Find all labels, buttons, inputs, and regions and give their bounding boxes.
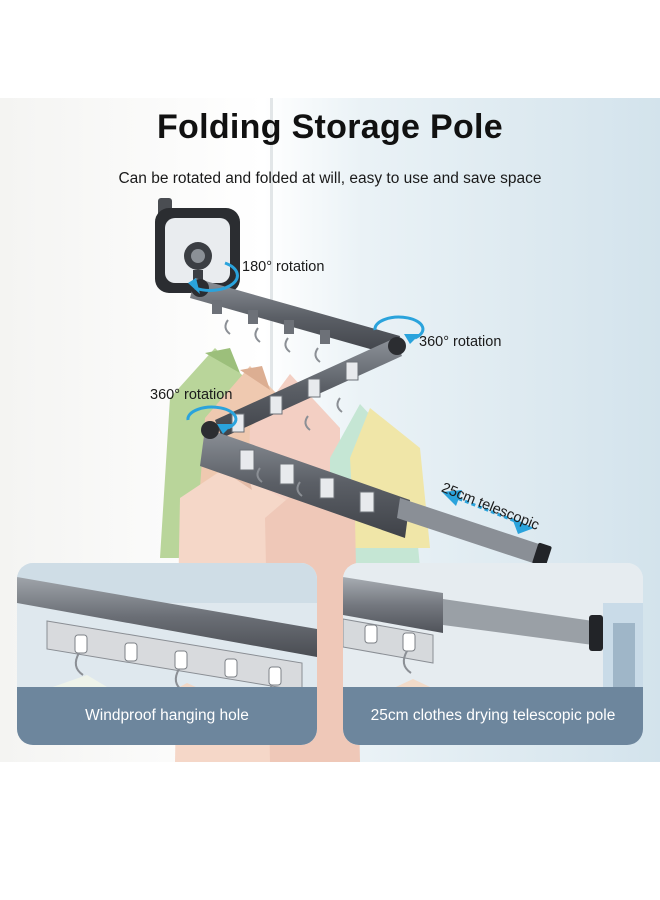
inset-telescopic-pole: 25cm clothes drying telescopic pole xyxy=(343,563,643,745)
telescopic-arrow xyxy=(442,490,534,534)
inset-right-caption: 25cm clothes drying telescopic pole xyxy=(343,687,643,745)
rotation-arrow-right xyxy=(373,315,425,344)
inset-left-caption: Windproof hanging hole xyxy=(17,687,317,745)
telescopic-extension xyxy=(397,498,552,568)
page-title: Folding Storage Pole xyxy=(156,108,504,146)
pole-segment-2 xyxy=(215,338,402,438)
pole-segment-3 xyxy=(200,428,410,538)
callout-360-rotation-left: 360° rotation xyxy=(150,387,233,403)
joint-right xyxy=(388,337,406,355)
hanger-hooks xyxy=(224,319,343,497)
inset-windproof-hole: Windproof hanging hole xyxy=(17,563,317,745)
callout-360-rotation-right: 360° rotation xyxy=(419,334,502,350)
callout-180-rotation: 180° rotation xyxy=(242,259,325,275)
wall-mount xyxy=(155,198,240,293)
rotation-arrow-left xyxy=(186,405,238,434)
pole-segment-1 xyxy=(190,278,400,356)
page-subtitle: Can be rotated and folded at will, easy … xyxy=(118,170,542,187)
rotation-arrow-top xyxy=(188,261,239,294)
joint-left xyxy=(201,421,219,439)
